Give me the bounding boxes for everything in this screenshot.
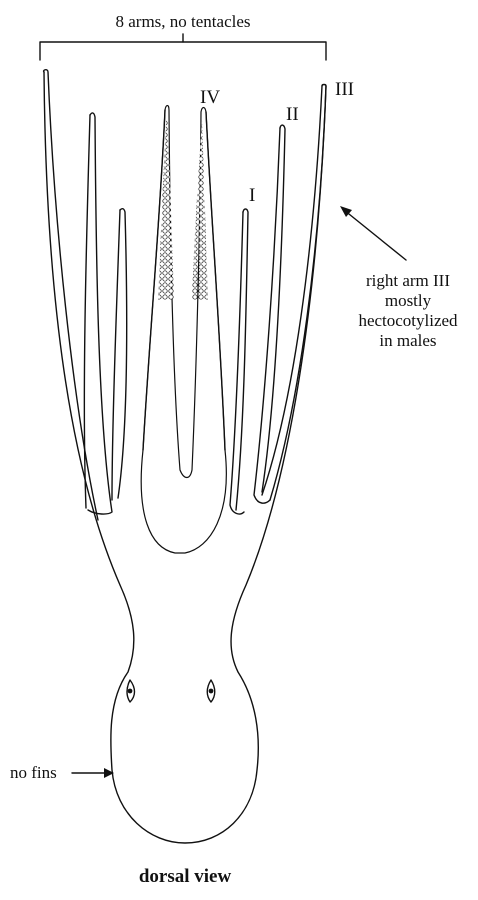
arm-label-i: I <box>249 185 255 206</box>
arms-label: 8 arms, no tentacles <box>115 12 250 31</box>
no-fins-arrow <box>72 768 114 778</box>
eye-left <box>127 680 135 702</box>
arm-label-iv: IV <box>200 87 220 108</box>
hectocotylus-note-line2: mostly <box>385 291 432 310</box>
arm-right-ii <box>254 125 285 503</box>
hectocotylus-note-line4: in males <box>379 331 436 350</box>
figure-caption: dorsal view <box>139 866 232 887</box>
hectocotylus-arrow <box>340 206 406 260</box>
no-fins-label: no fins <box>10 763 57 782</box>
arm-left-ii <box>84 113 112 514</box>
arm-left-i <box>112 209 127 500</box>
arms-iv-suckers <box>141 106 226 554</box>
eye-right <box>207 680 215 702</box>
hectocotylus-note-line3: hectocotylized <box>358 311 458 330</box>
arm-label-iii: III <box>335 79 354 100</box>
arm-label-ii: II <box>286 104 299 125</box>
hectocotylus-note-line1: right arm III <box>366 271 450 290</box>
arms-bracket <box>40 34 326 60</box>
arm-right-i <box>230 209 248 514</box>
